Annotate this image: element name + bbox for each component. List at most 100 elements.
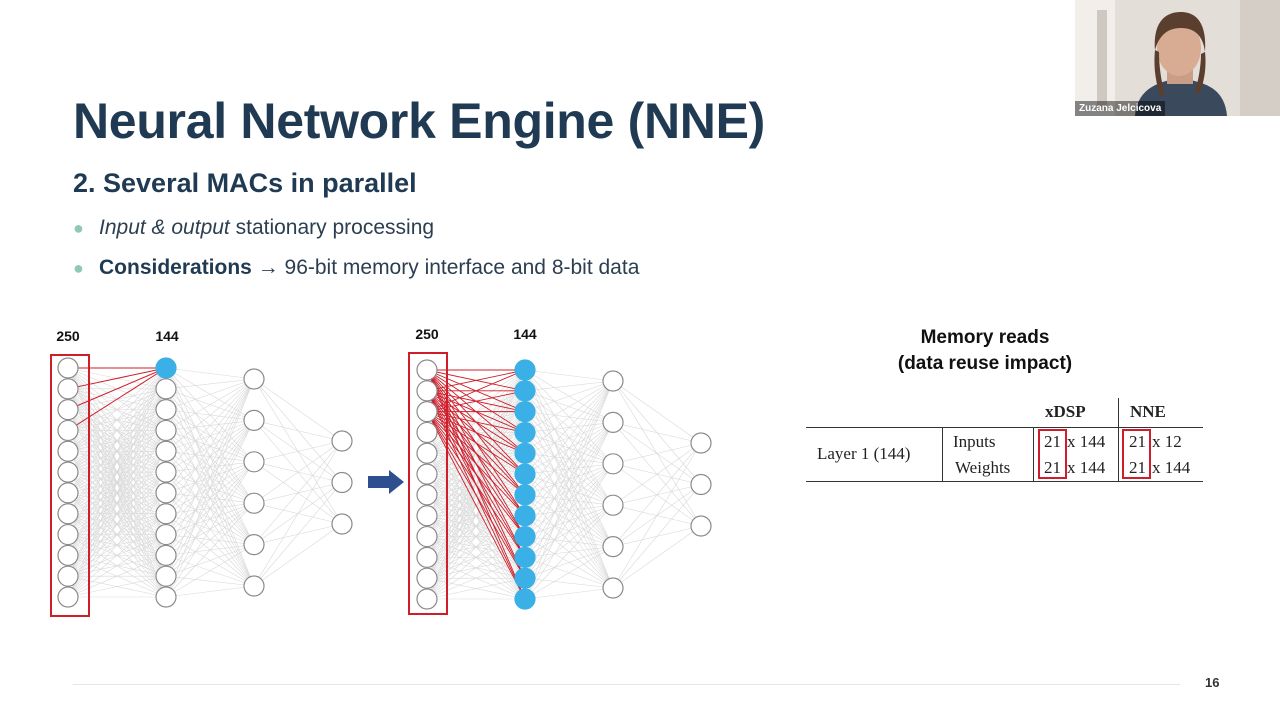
table-top-rule [806, 427, 1203, 428]
webcam-thumbnail[interactable]: Zuzana Jelcicova [1075, 0, 1280, 116]
memory-title-line1: Memory reads [920, 327, 1050, 348]
network-edge [67, 367, 167, 494]
hidden-neuron [243, 575, 265, 597]
network-edge [253, 440, 343, 545]
network-edge [253, 440, 343, 587]
network-edge [165, 378, 255, 431]
network-edge [165, 585, 255, 598]
input-neuron [416, 505, 438, 527]
network-edge [253, 440, 343, 463]
input-neuron [57, 586, 79, 608]
page-number: 16 [1205, 675, 1220, 690]
weights-xdsp-count: 21 [1044, 458, 1061, 477]
hidden-neuron [155, 523, 177, 546]
highlighted-edge [426, 411, 526, 558]
network-edge [67, 367, 167, 473]
network-edge [524, 422, 614, 579]
right-input-layer-label: 250 [415, 326, 439, 342]
active-mac-neuron [514, 525, 536, 548]
network-edge [67, 451, 167, 598]
active-mac-neuron [514, 546, 536, 568]
network-edge [253, 482, 343, 587]
network-edge [612, 442, 702, 547]
network-edge [165, 420, 255, 577]
hidden-neuron [602, 411, 624, 434]
hidden-neuron [602, 453, 624, 475]
hidden-neuron [155, 565, 177, 587]
row-name-weights: Weights [955, 458, 1011, 477]
inputs-nne-count: 21 [1129, 432, 1146, 451]
network-edge [612, 484, 702, 589]
input-neuron [57, 357, 79, 379]
network-edge [165, 378, 255, 577]
inputs-nne-mult: x 12 [1152, 432, 1182, 451]
network-edge [165, 378, 255, 598]
network-edge [67, 430, 167, 598]
network-edge [612, 442, 702, 589]
network-edge [612, 442, 702, 465]
network-edge [165, 378, 255, 410]
network-edge [253, 523, 343, 587]
network-edge [524, 463, 614, 579]
hidden-neuron [243, 492, 265, 514]
network-edge [524, 422, 614, 600]
network-edge [165, 544, 255, 577]
table-divider [942, 427, 943, 482]
network-edge [67, 492, 167, 598]
highlighted-edge [426, 411, 526, 433]
weights-nne-count: 21 [1129, 458, 1146, 477]
network-edge [165, 461, 255, 598]
network-edge [67, 367, 167, 577]
nne-highlight-box [1122, 429, 1151, 479]
table-divider [1118, 398, 1119, 482]
network-neurons [57, 357, 712, 610]
network-edge [524, 380, 614, 454]
network-edge [67, 534, 167, 598]
input-neuron [416, 421, 438, 444]
bullet-emphasis: Input & output [99, 216, 230, 239]
right-arrow-icon [368, 470, 404, 494]
hidden-neuron [155, 378, 177, 400]
memory-reads-table: xDSP NNE Layer 1 (144) Inputs 21 x 144 2… [806, 398, 1203, 484]
right-input-highlight-box [408, 352, 448, 615]
network-edge [253, 440, 343, 504]
network-edge [524, 380, 614, 537]
highlighted-edges [67, 367, 526, 600]
input-neuron [57, 399, 79, 421]
network-edge [165, 378, 255, 535]
hidden-neuron [602, 370, 624, 392]
footer-divider [73, 684, 1180, 685]
output-neuron [331, 513, 353, 535]
highlighted-edge [67, 367, 167, 390]
network-edge [524, 577, 614, 589]
hidden-neuron [602, 536, 624, 558]
network-edge [67, 409, 167, 598]
bullet-dot-icon: ● [73, 258, 84, 278]
highlighted-edge [426, 411, 526, 454]
network-edge [524, 380, 614, 496]
bullet-list: ● Input & output stationary processing ●… [73, 212, 639, 292]
input-neuron [57, 565, 79, 587]
input-neuron [416, 588, 438, 610]
network-edge [612, 380, 702, 444]
network-edge [524, 380, 614, 433]
input-neuron [416, 567, 438, 589]
left-hidden-layer-label: 144 [155, 328, 179, 344]
bullet-dot-icon: ● [73, 218, 84, 238]
network-edge [426, 577, 526, 600]
weights-xdsp-mult: x 144 [1067, 458, 1106, 477]
network-edge [165, 502, 255, 577]
network-edge [67, 367, 167, 452]
row-name-inputs: Inputs [953, 432, 996, 451]
network-edge [524, 587, 614, 600]
memory-title-line2: (data reuse impact) [897, 353, 1073, 374]
network-edge [524, 380, 614, 600]
hidden-neuron [155, 586, 177, 608]
output-neuron [331, 430, 353, 452]
hidden-neuron [155, 399, 177, 421]
input-neuron [416, 463, 438, 485]
hidden-neuron [243, 534, 265, 556]
input-neuron [57, 461, 79, 483]
output-neuron [690, 473, 712, 496]
input-neuron [57, 419, 79, 442]
